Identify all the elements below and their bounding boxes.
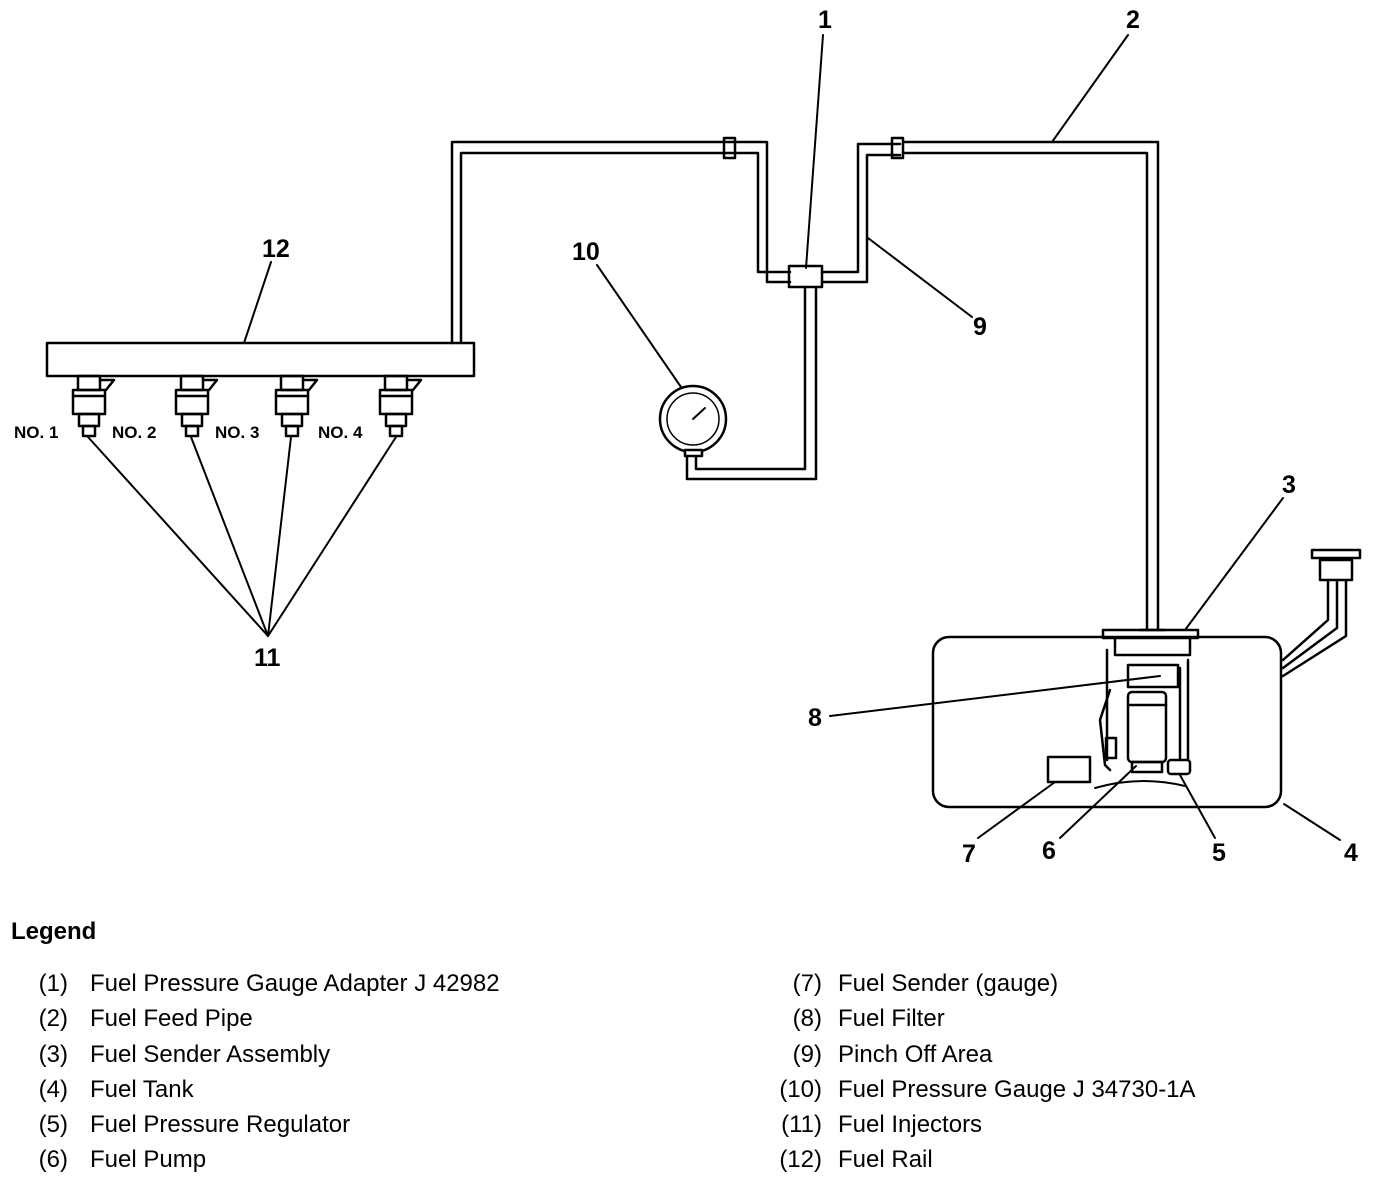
legend-text: Pinch Off Area bbox=[838, 1040, 993, 1068]
fuel-pressure-gauge bbox=[658, 384, 728, 458]
legend-number: (7) bbox=[792, 970, 822, 997]
gauge-adapter bbox=[787, 264, 824, 289]
injector-label-2: NO. 2 bbox=[112, 423, 156, 442]
fuel-pump bbox=[1094, 688, 1186, 789]
callout-3: 3 bbox=[1282, 471, 1296, 499]
injector-2 bbox=[174, 374, 219, 438]
gauge-hose bbox=[685, 285, 818, 481]
legend-number: (12) bbox=[779, 1146, 822, 1174]
injector-label-1: NO. 1 bbox=[14, 423, 58, 442]
legend-text: Fuel Injectors bbox=[838, 1111, 983, 1139]
legend-text: Fuel Pressure Gauge J 34730-1A bbox=[838, 1075, 1196, 1103]
legend-number: (4) bbox=[38, 1075, 68, 1103]
legend-number: (5) bbox=[38, 1111, 68, 1139]
legend-number: (6) bbox=[38, 1146, 68, 1174]
filler-neck bbox=[1281, 548, 1362, 678]
legend-text: Fuel Feed Pipe bbox=[90, 1005, 253, 1033]
callout-4: 4 bbox=[1344, 839, 1358, 867]
legend-text: Fuel Sender (gauge) bbox=[838, 970, 1059, 997]
legend-number: (8) bbox=[792, 1005, 822, 1033]
legend-text: Fuel Tank bbox=[90, 1075, 194, 1103]
injector-1 bbox=[71, 374, 116, 438]
pinch-off-pipe bbox=[820, 136, 905, 284]
injector-4 bbox=[378, 374, 423, 438]
legend-title: Legend bbox=[11, 918, 97, 945]
legend-number: (3) bbox=[38, 1040, 68, 1068]
fuel-rail bbox=[45, 341, 476, 378]
legend-text: Fuel Pressure Gauge Adapter J 42982 bbox=[90, 970, 500, 997]
fuel-sender-gauge bbox=[1046, 755, 1092, 784]
rail-supply-pipe bbox=[450, 136, 792, 345]
legend-text: Fuel Pump bbox=[90, 1146, 207, 1174]
legend-text: Fuel Rail bbox=[838, 1146, 933, 1174]
callout-2: 2 bbox=[1126, 6, 1140, 34]
callout-5: 5 bbox=[1212, 839, 1226, 867]
leader-lines bbox=[87, 34, 1341, 841]
callout-10: 10 bbox=[572, 238, 600, 266]
injector-label-3: NO. 3 bbox=[215, 423, 259, 442]
legend-number: (1) bbox=[38, 970, 68, 997]
callout-12: 12 bbox=[262, 235, 290, 263]
legend-text: Fuel Sender Assembly bbox=[90, 1040, 331, 1068]
injector-3 bbox=[274, 374, 319, 438]
legend-number: (10) bbox=[779, 1075, 822, 1103]
callout-6: 6 bbox=[1042, 837, 1056, 865]
legend-number: (2) bbox=[38, 1005, 68, 1033]
injector-label-4: NO. 4 bbox=[318, 423, 363, 442]
callout-1: 1 bbox=[818, 6, 832, 34]
callout-7: 7 bbox=[962, 840, 976, 868]
callout-9: 9 bbox=[973, 313, 987, 341]
fuel-system-diagram: 1 2 3 4 5 6 7 8 9 10 11 12 NO. 1 NO. 2 N… bbox=[14, 6, 1362, 868]
fuel-feed-pipe bbox=[901, 140, 1167, 632]
fuel-pressure-regulator bbox=[1166, 758, 1192, 776]
callout-8: 8 bbox=[808, 704, 822, 732]
legend-text: Fuel Pressure Regulator bbox=[90, 1111, 351, 1139]
legend-text: Fuel Filter bbox=[838, 1005, 945, 1033]
callout-11: 11 bbox=[254, 644, 281, 672]
legend-number: (11) bbox=[781, 1111, 822, 1139]
legend-number: (9) bbox=[792, 1040, 822, 1068]
